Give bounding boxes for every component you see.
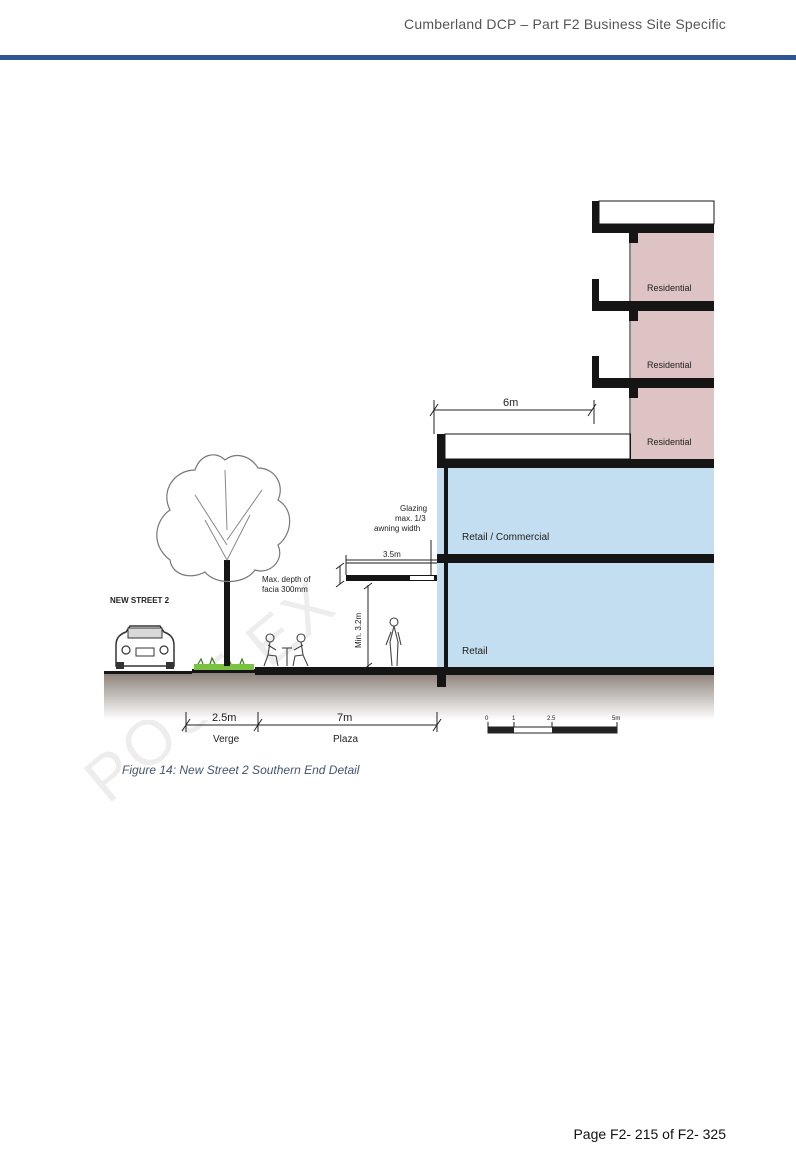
label-residential-3: Residential	[647, 283, 692, 293]
glazing-lower	[437, 563, 446, 667]
balcony-2	[592, 279, 599, 301]
residential-slab-2	[592, 301, 714, 311]
tree-trunk	[224, 560, 230, 666]
awning-glazing	[410, 576, 434, 580]
label-dim-6m: 6m	[503, 397, 518, 409]
label-facia-1: Max. depth of	[262, 575, 311, 584]
scale-label-5m: 5m	[612, 716, 620, 722]
ground-line	[104, 671, 192, 674]
dimension-lines	[181, 400, 597, 732]
residential-floor-2	[631, 311, 714, 378]
label-dim-7m: 7m	[337, 712, 352, 724]
residential-slab-1	[592, 378, 714, 388]
podium-parapet	[437, 434, 445, 468]
ground-section	[104, 672, 714, 720]
tree-canopy	[156, 454, 291, 583]
label-verge: Verge	[213, 734, 240, 745]
column-upper	[444, 468, 448, 554]
residential-floor-3	[631, 233, 714, 301]
label-glazing-1: Glazing	[400, 504, 427, 513]
verge-edge	[192, 669, 258, 673]
scale-label-25: 2.5	[547, 716, 556, 722]
car-icon	[115, 625, 175, 669]
plaza-slab	[255, 667, 714, 675]
glazing-upper	[437, 468, 446, 554]
residential-floor-1	[631, 388, 714, 459]
label-retail: Retail	[462, 646, 488, 657]
scale-label-1: 1	[512, 716, 516, 722]
residential-column-3	[629, 388, 638, 398]
label-plaza: Plaza	[333, 734, 358, 745]
header-divider	[0, 55, 796, 60]
balcony-3	[592, 201, 599, 224]
slab-level1	[437, 554, 714, 563]
balcony-1	[592, 356, 599, 378]
awning	[346, 575, 437, 581]
tree-branches	[194, 469, 263, 561]
residential-column-2	[629, 311, 638, 321]
section-figure: Residential Residential Residential Reta…	[104, 200, 715, 745]
residential-roof-outline	[598, 200, 715, 225]
scale-bar	[487, 722, 618, 734]
label-glazing-3: awning width	[374, 524, 420, 533]
slab-podium	[437, 459, 714, 468]
residential-column-1	[629, 233, 638, 243]
label-min-height: Min. 3.2m	[354, 613, 363, 648]
label-dim-35m: 3.5m	[383, 550, 401, 559]
label-glazing-2: max. 1/3	[395, 514, 426, 523]
label-residential-2: Residential	[647, 360, 692, 370]
label-retail-commercial: Retail / Commercial	[462, 532, 549, 543]
grass-tufts	[197, 656, 245, 665]
residential-slab-3	[592, 224, 714, 233]
scale-label-0: 0	[485, 716, 489, 722]
header-title: Cumberland DCP – Part F2 Business Site S…	[404, 16, 726, 32]
people-at-table-icon	[263, 633, 309, 667]
figure-caption: Figure 14: New Street 2 Southern End Det…	[122, 763, 360, 777]
footing	[437, 667, 446, 687]
podium-roof-outline	[444, 433, 632, 460]
column-lower	[444, 563, 448, 667]
label-residential-1: Residential	[647, 437, 692, 447]
label-dim-25m: 2.5m	[212, 712, 236, 724]
retail-floor	[446, 563, 714, 667]
label-facia-2: facia 300mm	[262, 585, 308, 594]
grass-strip	[194, 664, 254, 670]
standing-person-icon	[385, 617, 402, 667]
page-number: Page F2- 215 of F2- 325	[573, 1126, 726, 1142]
label-new-street: NEW STREET 2	[110, 596, 170, 605]
retail-commercial-floor	[446, 468, 714, 554]
